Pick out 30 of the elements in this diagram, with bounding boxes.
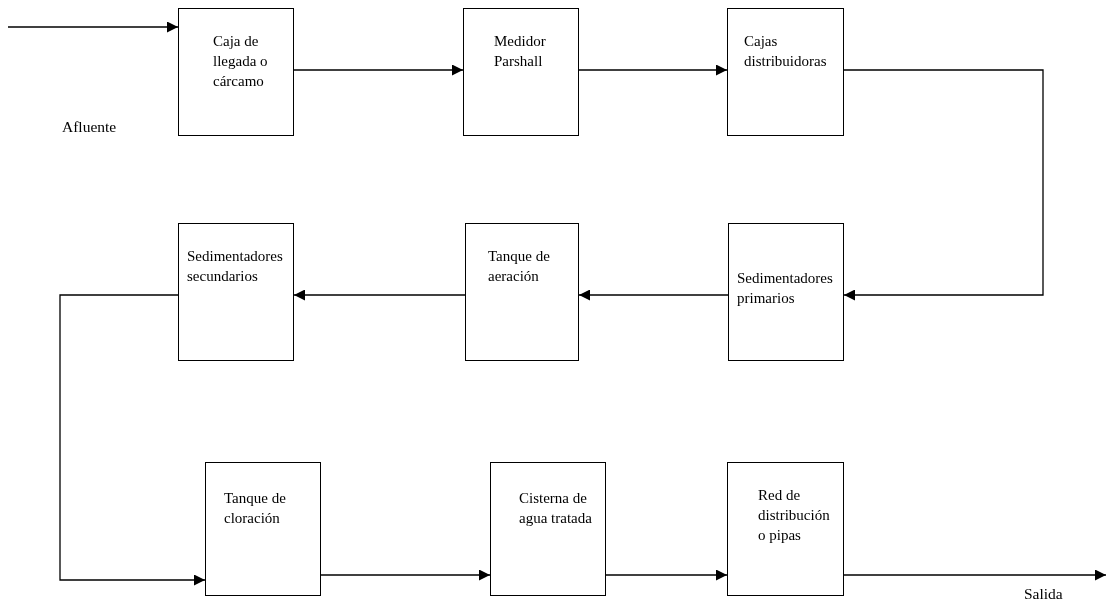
process-box [728,223,844,361]
arrow [843,569,1107,581]
process-label: Cisterna de agua tratada [519,489,593,528]
arrow [293,289,466,301]
process-label: Tanque de aeración [488,247,551,286]
process-box [490,462,606,596]
process-box [178,8,294,136]
process-label: Medidor Parshall [494,32,547,71]
process-box [463,8,579,136]
process-label: Cajas distribuidoras [744,32,828,71]
arrow [59,294,206,586]
process-label: Red de distribución o pipas [758,486,831,545]
arrow [7,21,179,33]
process-label: Sedimentadores primarios [737,269,834,308]
flow-label: Afluente [62,118,117,136]
arrow [320,569,491,581]
flow-label: Salida [1024,585,1063,603]
arrow [578,64,728,76]
process-box [465,223,579,361]
process-box [727,8,844,136]
process-box [178,223,294,361]
process-box [727,462,844,596]
process-label: Sedimentadores secundarios [187,247,284,286]
process-label: Tanque de cloración [224,489,287,528]
process-label: Caja de llegada o cárcamo [213,32,269,91]
arrow [843,69,1044,301]
arrow [293,64,464,76]
arrow [605,569,728,581]
arrow [578,289,729,301]
process-box [205,462,321,596]
